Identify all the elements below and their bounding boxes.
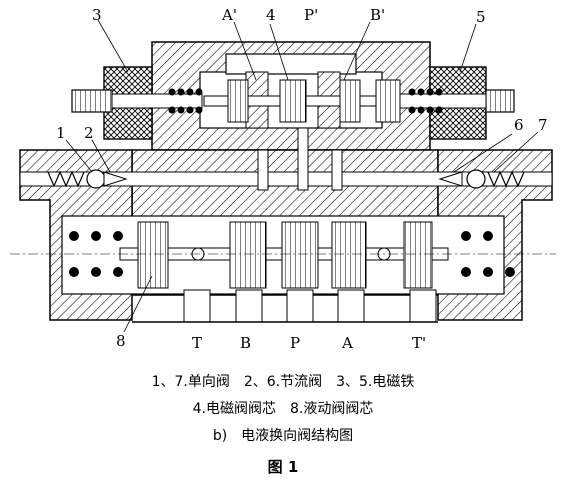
callout-6: 6 bbox=[514, 116, 524, 134]
callout-7: 7 bbox=[538, 116, 548, 134]
solenoid-left bbox=[71, 66, 203, 140]
figure-title: 图 1 bbox=[267, 458, 299, 476]
main-spool bbox=[119, 221, 449, 289]
port-t: T bbox=[192, 334, 202, 352]
throttle-valves bbox=[103, 171, 463, 187]
callout-8: 8 bbox=[116, 332, 126, 350]
port-a: A bbox=[341, 334, 353, 352]
callout-4: 4 bbox=[266, 6, 276, 24]
port-t-prime: T' bbox=[412, 334, 426, 352]
main-springs bbox=[69, 231, 515, 277]
callout-1: 1 bbox=[56, 124, 66, 142]
port-b: B bbox=[240, 334, 251, 352]
port-a-prime: A' bbox=[221, 6, 237, 24]
caption-line-1: 1、7.单向阀 2、6.节流阀 3、5.电磁铁 bbox=[151, 374, 415, 390]
callout-3: 3 bbox=[92, 6, 102, 24]
port-p-prime: P' bbox=[304, 6, 318, 24]
port-labels-bottom: T B P A T' bbox=[192, 334, 426, 352]
solenoid-right bbox=[379, 66, 515, 140]
callout-labels: 3 4 5 1 2 6 7 8 bbox=[56, 6, 548, 350]
caption-line-2: 4.电磁阀阀芯 8.液动阀阀芯 bbox=[192, 401, 374, 417]
caption-line-3: b) 电液换向阀结构图 bbox=[212, 428, 354, 444]
port-labels-top: A' P' B' bbox=[221, 6, 385, 24]
callout-5: 5 bbox=[476, 8, 486, 26]
callout-2: 2 bbox=[84, 124, 94, 142]
port-b-prime: B' bbox=[370, 6, 385, 24]
pilot-spool bbox=[203, 79, 401, 123]
leader-lines bbox=[65, 19, 539, 333]
pilot-springs bbox=[168, 88, 443, 114]
port-p: P bbox=[290, 334, 300, 352]
